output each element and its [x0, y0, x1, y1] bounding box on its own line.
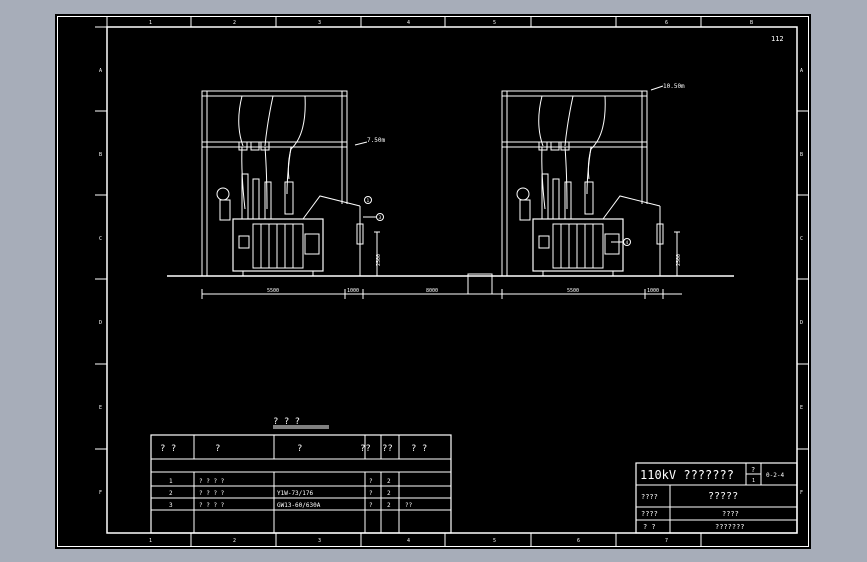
- table-cell: 2: [169, 490, 173, 497]
- scale-label: ?: [751, 466, 755, 474]
- row-mark: F: [800, 490, 803, 496]
- table-cell: 3: [169, 502, 173, 509]
- dimension-label: 5500: [267, 288, 279, 294]
- table-header: ?: [215, 444, 220, 454]
- cad-drawing: 1 2 3 4 5 6 B 1 2 3 4 5 6 7 A: [57, 16, 809, 547]
- row-mark: B: [800, 152, 803, 158]
- middle-foundation: [467, 273, 493, 295]
- inner-frame: [106, 26, 798, 534]
- equipment-table: ? ? ? ? ? ? ? ?? ?? ? ? 1 ? ? ? ? ? 2: [150, 417, 452, 534]
- table-title: ? ? ?: [273, 417, 300, 427]
- outer-frame: [57, 16, 809, 547]
- table-cell: 1: [169, 478, 173, 485]
- col-mark: 2: [233, 20, 236, 26]
- horizontal-dimensions: 5500 1000 8000 5500 1000: [201, 288, 682, 299]
- title-block-label: ????: [641, 493, 658, 501]
- dimension-label: 5500: [567, 288, 579, 294]
- table-cell: ? ? ? ?: [199, 478, 225, 485]
- vertical-dimensions: 2500 2500: [374, 231, 682, 276]
- table-header: ??: [360, 444, 371, 454]
- bottom-zone-marks: 1 2 3 4 5 6 7: [149, 533, 702, 546]
- dimension-label: 2500: [676, 254, 682, 266]
- top-zone-marks: 1 2 3 4 5 6 B: [106, 16, 753, 27]
- col-mark: 6: [665, 20, 668, 26]
- title-block-value: ???????: [715, 523, 745, 531]
- col-mark: 3: [318, 538, 321, 544]
- transformer-bay-left: 7.50m 1 3: [201, 90, 385, 277]
- col-mark: 5: [493, 538, 496, 544]
- table-row: 3 ? ? ? ? GW13-60/630A ? 2 ??: [169, 502, 413, 509]
- title-block-value: ????: [722, 510, 739, 518]
- col-mark: B: [750, 20, 753, 26]
- drawing-title: 110kV ???????: [640, 468, 734, 482]
- table-header: ? ?: [411, 444, 427, 454]
- dimension-label: 8000: [426, 288, 438, 294]
- col-mark: 1: [149, 538, 152, 544]
- row-mark: E: [99, 405, 102, 411]
- row-mark: C: [800, 236, 803, 242]
- col-mark: 4: [407, 20, 410, 26]
- title-block-value: ?????: [708, 491, 738, 502]
- table-cell: 2: [387, 478, 391, 485]
- row-mark: E: [800, 405, 803, 411]
- table-cell: ?: [369, 490, 373, 497]
- col-mark: 3: [318, 20, 321, 26]
- callout-label: 4: [626, 240, 629, 246]
- table-cell: 2: [387, 502, 391, 509]
- row-mark: B: [99, 152, 102, 158]
- table-cell: ? ? ? ?: [199, 490, 225, 497]
- table-row: 2 ? ? ? ? Y1W-73/176 ? 2: [169, 490, 391, 497]
- title-block: 110kV ??????? ? 1 0-2-4 ???? ????? ???? …: [635, 462, 798, 534]
- row-marks: A B C D E F A B C D E F: [95, 26, 808, 496]
- table-cell: ?: [369, 502, 373, 509]
- callout-label: 1: [367, 198, 370, 204]
- table-cell: ??: [405, 502, 413, 509]
- col-mark: 1: [149, 20, 152, 26]
- title-block-label: ????: [641, 510, 658, 518]
- row-mark: D: [800, 320, 803, 326]
- transformer-bay-right: 10.50m 4: [501, 83, 685, 277]
- table-cell: Y1W-73/176: [277, 490, 314, 497]
- dimension-label: 2500: [376, 254, 382, 266]
- col-mark: 6: [577, 538, 580, 544]
- scale-sub: 1: [752, 478, 755, 484]
- drawing-number: 0-2-4: [766, 472, 784, 479]
- col-mark: 2: [233, 538, 236, 544]
- table-header: ??: [382, 444, 393, 454]
- row-mark: A: [99, 68, 102, 74]
- row-mark: F: [99, 490, 102, 496]
- table-header: ?: [297, 444, 302, 454]
- table-row: 1 ? ? ? ? ? 2: [169, 478, 391, 485]
- elevation-label: 10.50m: [663, 83, 685, 90]
- col-mark: 5: [493, 20, 496, 26]
- elevation-label: 7.50m: [367, 137, 385, 144]
- dimension-label: 1000: [347, 288, 359, 294]
- callout-label: 3: [379, 215, 382, 221]
- table-cell: 2: [387, 490, 391, 497]
- page-number: 112: [771, 35, 784, 43]
- table-cell: GW13-60/630A: [277, 502, 321, 509]
- col-mark: 7: [665, 538, 668, 544]
- table-cell: ?: [369, 478, 373, 485]
- dimension-label: 1000: [647, 288, 659, 294]
- row-mark: A: [800, 68, 803, 74]
- row-mark: C: [99, 236, 102, 242]
- title-block-label: ? ?: [643, 523, 656, 531]
- row-mark: D: [99, 320, 102, 326]
- table-header: ? ?: [160, 444, 176, 454]
- table-cell: ? ? ? ?: [199, 502, 225, 509]
- drawing-sheet: 1 2 3 4 5 6 B 1 2 3 4 5 6 7 A: [55, 14, 811, 549]
- col-mark: 4: [407, 538, 410, 544]
